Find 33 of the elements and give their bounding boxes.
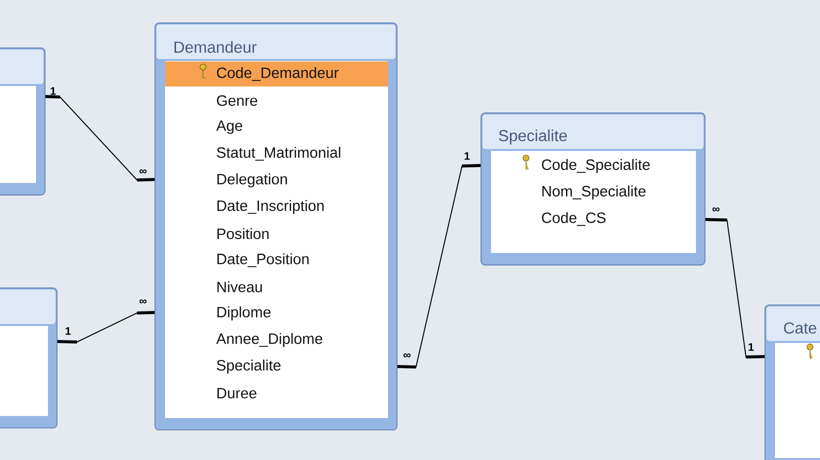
field-name: Niveau [217, 281, 262, 292]
cardinality-label: 1 [66, 327, 71, 335]
field-name: Position [217, 228, 269, 240]
cardinality-label: 1 [748, 343, 754, 351]
relationship-line [396, 164, 482, 368]
table-title: Cate [784, 322, 816, 334]
table-title: Specialite [498, 130, 567, 144]
field-name: Date_Position [217, 253, 309, 268]
relationship-line [44, 95, 156, 182]
table-box [0, 288, 58, 428]
cardinality-label: ∞ [139, 169, 147, 174]
field-name: Genre [216, 95, 258, 106]
field-name: Statut_Matrimonial [216, 146, 340, 161]
relationship-line [704, 218, 766, 358]
field-name: Annee_Diplome [216, 333, 322, 347]
field-name: Code_Specialite [542, 159, 650, 173]
cardinality-label: 1 [464, 152, 470, 160]
field-name: Specialite [216, 360, 281, 374]
field-name: Nom_Specialite [542, 186, 646, 200]
table-title: Demandeur [174, 41, 257, 53]
cardinality-label: 1 [50, 87, 56, 95]
field-name: Age [216, 120, 242, 134]
field-name: Diplome [217, 306, 271, 320]
field-name: Duree [217, 388, 256, 398]
field-name: Code_Demandeur [216, 67, 338, 81]
cardinality-label: ∞ [139, 299, 147, 304]
relationship-line [56, 311, 156, 344]
field-name: Delegation [217, 173, 287, 188]
cardinality-label: ∞ [403, 353, 411, 358]
field-name: Date_Inscription [217, 200, 324, 214]
table-box [0, 48, 46, 196]
cardinality-label: ∞ [712, 207, 720, 212]
field-name: Code_CS [542, 212, 606, 226]
